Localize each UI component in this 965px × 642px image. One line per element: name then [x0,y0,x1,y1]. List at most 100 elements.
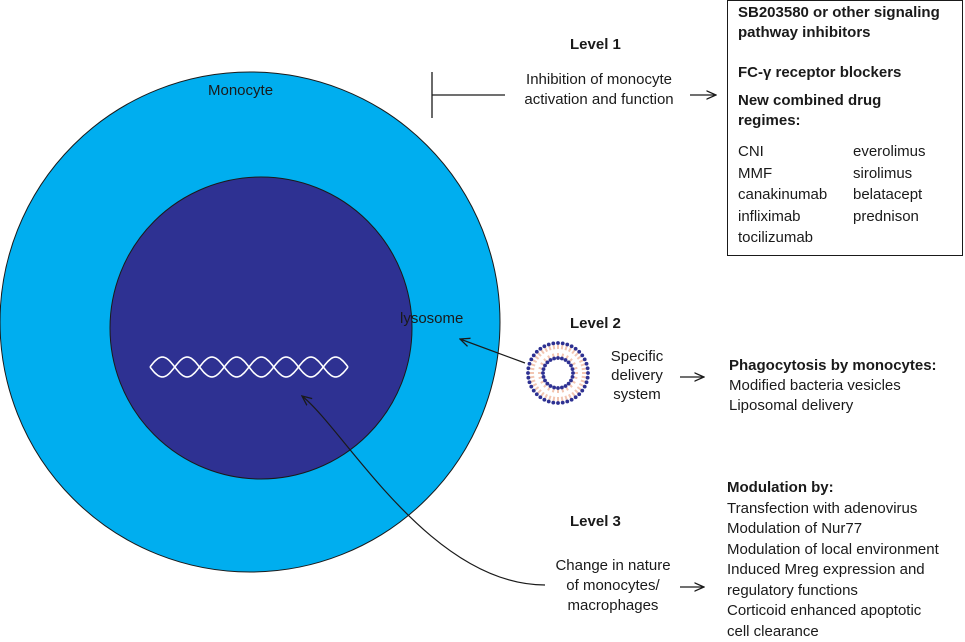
lipid-head [526,366,530,370]
lipid-head [542,398,546,402]
lipid-head [569,364,573,368]
lipid-head [542,375,546,379]
box-item-line: regimes: [738,111,881,131]
level2-result-heading: Phagocytosis by monocytes: [729,356,937,376]
lipid-head [535,350,539,354]
lipid-head [535,392,539,396]
level3-description-line: of monocytes/ [548,576,678,596]
level2-result: Phagocytosis by monocytes: Modified bact… [729,356,937,416]
lipid-head [532,389,536,393]
level3-result-line: Corticoid enhanced apoptotic [727,601,939,622]
level2-description-line: system [598,385,676,404]
level2-description-line: delivery [598,366,676,385]
lipid-head [556,341,560,345]
level3-result-line: Induced Mreg expression and [727,560,939,581]
level3-heading: Level 3 [570,512,621,532]
lysosome [110,177,412,479]
lipid-head [551,341,555,345]
lipid-head [567,360,571,364]
lipid-head [580,353,584,357]
lipid-head [529,357,533,361]
lipid-head [571,375,575,379]
lipid-head [585,362,589,366]
box-item-signaling-inhibitors: SB203580 or other signaling pathway inhi… [738,3,940,43]
lipid-head [564,384,568,388]
lipid-head [567,382,571,386]
level3-result-line: regulatory functions [727,581,939,602]
level2-heading: Level 2 [570,314,621,334]
lipid-head [561,401,565,405]
lipid-head [542,367,546,371]
lipid-head [556,386,560,390]
box-item-line: pathway inhibitors [738,23,940,43]
drug-item: CNI [738,141,827,163]
drug-list-left: CNI MMF canakinumab infliximab tocilizum… [738,141,827,249]
level3-description-line: macrophages [548,596,678,616]
lipid-head [556,356,560,360]
lipid-head [583,385,587,389]
level3-result-line: cell clearance [727,622,939,642]
lipid-head [538,347,542,351]
lipid-head [529,385,533,389]
level1-description: Inhibition of monocyte activation and fu… [511,70,687,110]
lipid-head [577,392,581,396]
box-item-combined-regimes: New combined drug regimes: [738,91,881,131]
lipid-head [532,353,536,357]
level2-description-line: Specific [598,347,676,366]
lipid-head [552,357,556,361]
lipid-head [574,347,578,351]
lipid-head [528,380,532,384]
level2-result-line: Liposomal delivery [729,396,937,416]
lipid-head [569,379,573,383]
level3-result-heading: Modulation by: [727,478,939,499]
lipid-head [542,344,546,348]
monocyte-label: Monocyte [208,81,273,101]
drug-item: belatacept [853,184,926,206]
lipid-head [552,386,556,390]
lipid-head [586,366,590,370]
lipid-head [574,395,578,399]
lipid-head [560,357,564,361]
lipid-head [543,379,547,383]
drug-list-right: everolimus sirolimus belatacept predniso… [853,141,926,227]
lipid-head [545,360,549,364]
drug-item: tocilizumab [738,227,827,249]
lipid-head [580,389,584,393]
lipid-head [571,371,575,375]
lipid-head [549,384,553,388]
level1-description-line: Inhibition of monocyte [511,70,687,90]
level3-result-line: Modulation of local environment [727,540,939,561]
level2-result-line: Modified bacteria vesicles [729,376,937,396]
lipid-head [547,343,551,347]
drug-item: infliximab [738,206,827,228]
lipid-head [556,401,560,405]
level3-result: Modulation by: Transfection with adenovi… [727,478,939,642]
level1-drug-box: SB203580 or other signaling pathway inhi… [727,0,963,256]
lipid-head [585,380,589,384]
lipid-head [547,400,551,404]
box-item-fc-receptor-blockers: FC-γ receptor blockers [738,63,901,83]
level2-description: Specific delivery system [598,347,676,404]
level1-description-line: activation and function [511,90,687,110]
lipid-head [561,341,565,345]
lipid-head [586,371,590,375]
lipid-head [570,398,574,402]
lipid-head [526,376,530,380]
lipid-head [565,400,569,404]
level3-description-line: Change in nature [548,556,678,576]
drug-item: sirolimus [853,163,926,185]
lipid-head [545,382,549,386]
liposome-vesicle [526,341,590,405]
lipid-head [560,386,564,390]
lipid-head [571,367,575,371]
level3-description: Change in nature of monocytes/ macrophag… [548,556,678,616]
drug-item: prednison [853,206,926,228]
drug-item: everolimus [853,141,926,163]
box-item-line: SB203580 or other signaling [738,3,940,23]
lipid-head [570,344,574,348]
lipid-head [528,362,532,366]
level3-result-line: Transfection with adenovirus [727,499,939,520]
lipid-head [526,371,530,375]
level3-result-line: Modulation of Nur77 [727,519,939,540]
